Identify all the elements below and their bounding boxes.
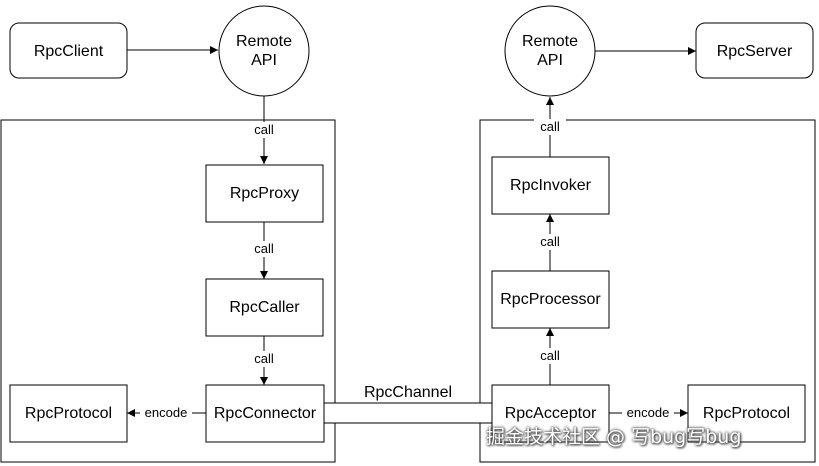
rpc-caller-label: RpcCaller: [229, 299, 300, 316]
edge-label-call-1: call: [254, 122, 274, 137]
remote-api-left-line1: Remote: [236, 33, 292, 50]
rpc-protocol-right-label: RpcProtocol: [703, 405, 790, 422]
rpc-protocol-left-label: RpcProtocol: [25, 405, 112, 422]
rpc-proxy-node: RpcProxy: [205, 164, 324, 223]
rpc-client-node: RpcClient: [9, 22, 128, 79]
rpc-processor-label: RpcProcessor: [500, 291, 601, 308]
watermark-text: 掘金技术社区 @ 写bug写bug: [486, 426, 742, 448]
edge-label-call-6: call: [540, 348, 560, 363]
rpc-channel-label: RpcChannel: [364, 384, 452, 401]
rpc-server-label: RpcServer: [717, 43, 793, 60]
rpc-connector-node: RpcConnector: [205, 384, 325, 443]
rpc-protocol-right-node: RpcProtocol: [687, 384, 806, 443]
server-side-container: [479, 119, 816, 463]
edge-label-call-3: call: [254, 351, 274, 366]
edge-label-call-5: call: [540, 234, 560, 249]
rpc-channel: RpcChannel: [324, 384, 492, 424]
rpc-protocol-left-node: RpcProtocol: [9, 384, 128, 443]
remote-api-left-node: Remote API: [218, 5, 310, 97]
rpc-acceptor-node: RpcAcceptor: [491, 384, 610, 443]
rpc-acceptor-label: RpcAcceptor: [505, 405, 597, 422]
edge-label-call-4: call: [540, 119, 560, 134]
rpc-invoker-label: RpcInvoker: [510, 177, 592, 194]
edge-label-call-2: call: [254, 241, 274, 256]
rpc-server-node: RpcServer: [695, 22, 814, 79]
edge-label-encode-left: encode: [145, 405, 188, 420]
rpc-connector-label: RpcConnector: [214, 405, 317, 422]
rpc-caller-node: RpcCaller: [205, 278, 324, 337]
remote-api-right-line1: Remote: [522, 33, 578, 50]
remote-api-right-node: Remote API: [504, 5, 596, 97]
remote-api-right-line2: API: [537, 52, 563, 69]
rpc-processor-node: RpcProcessor: [491, 270, 610, 329]
rpc-client-label: RpcClient: [34, 43, 104, 60]
remote-api-left-line2: API: [251, 52, 277, 69]
client-side-container: [0, 119, 336, 463]
rpc-proxy-label: RpcProxy: [230, 185, 299, 202]
edge-label-encode-right: encode: [627, 405, 670, 420]
rpc-invoker-node: RpcInvoker: [491, 156, 610, 215]
